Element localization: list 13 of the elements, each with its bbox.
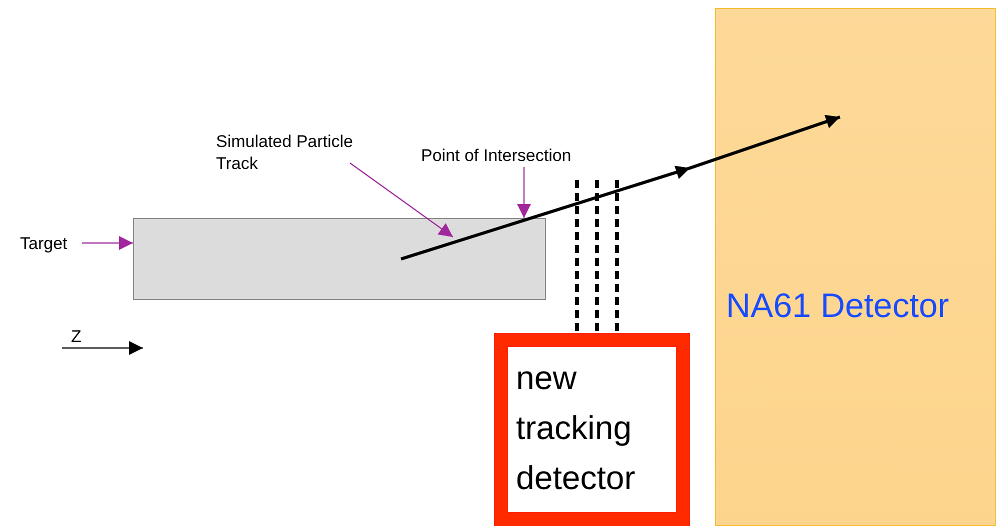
particle-track <box>400 114 841 261</box>
tracking-detector-box <box>494 333 690 526</box>
detector-title: NA61 Detector <box>726 287 949 326</box>
part-label: Simulated Particle Track <box>216 131 386 177</box>
target-box <box>133 218 546 300</box>
part-label: Point of Intersection <box>421 145 606 169</box>
leader-line <box>82 236 133 250</box>
part-label: Target <box>20 233 82 257</box>
leader-line <box>517 167 531 218</box>
detector-block <box>715 8 996 526</box>
leader-line <box>350 162 454 238</box>
detector-label: new tracking detector <box>516 358 636 498</box>
axis-label: Z <box>71 327 82 347</box>
